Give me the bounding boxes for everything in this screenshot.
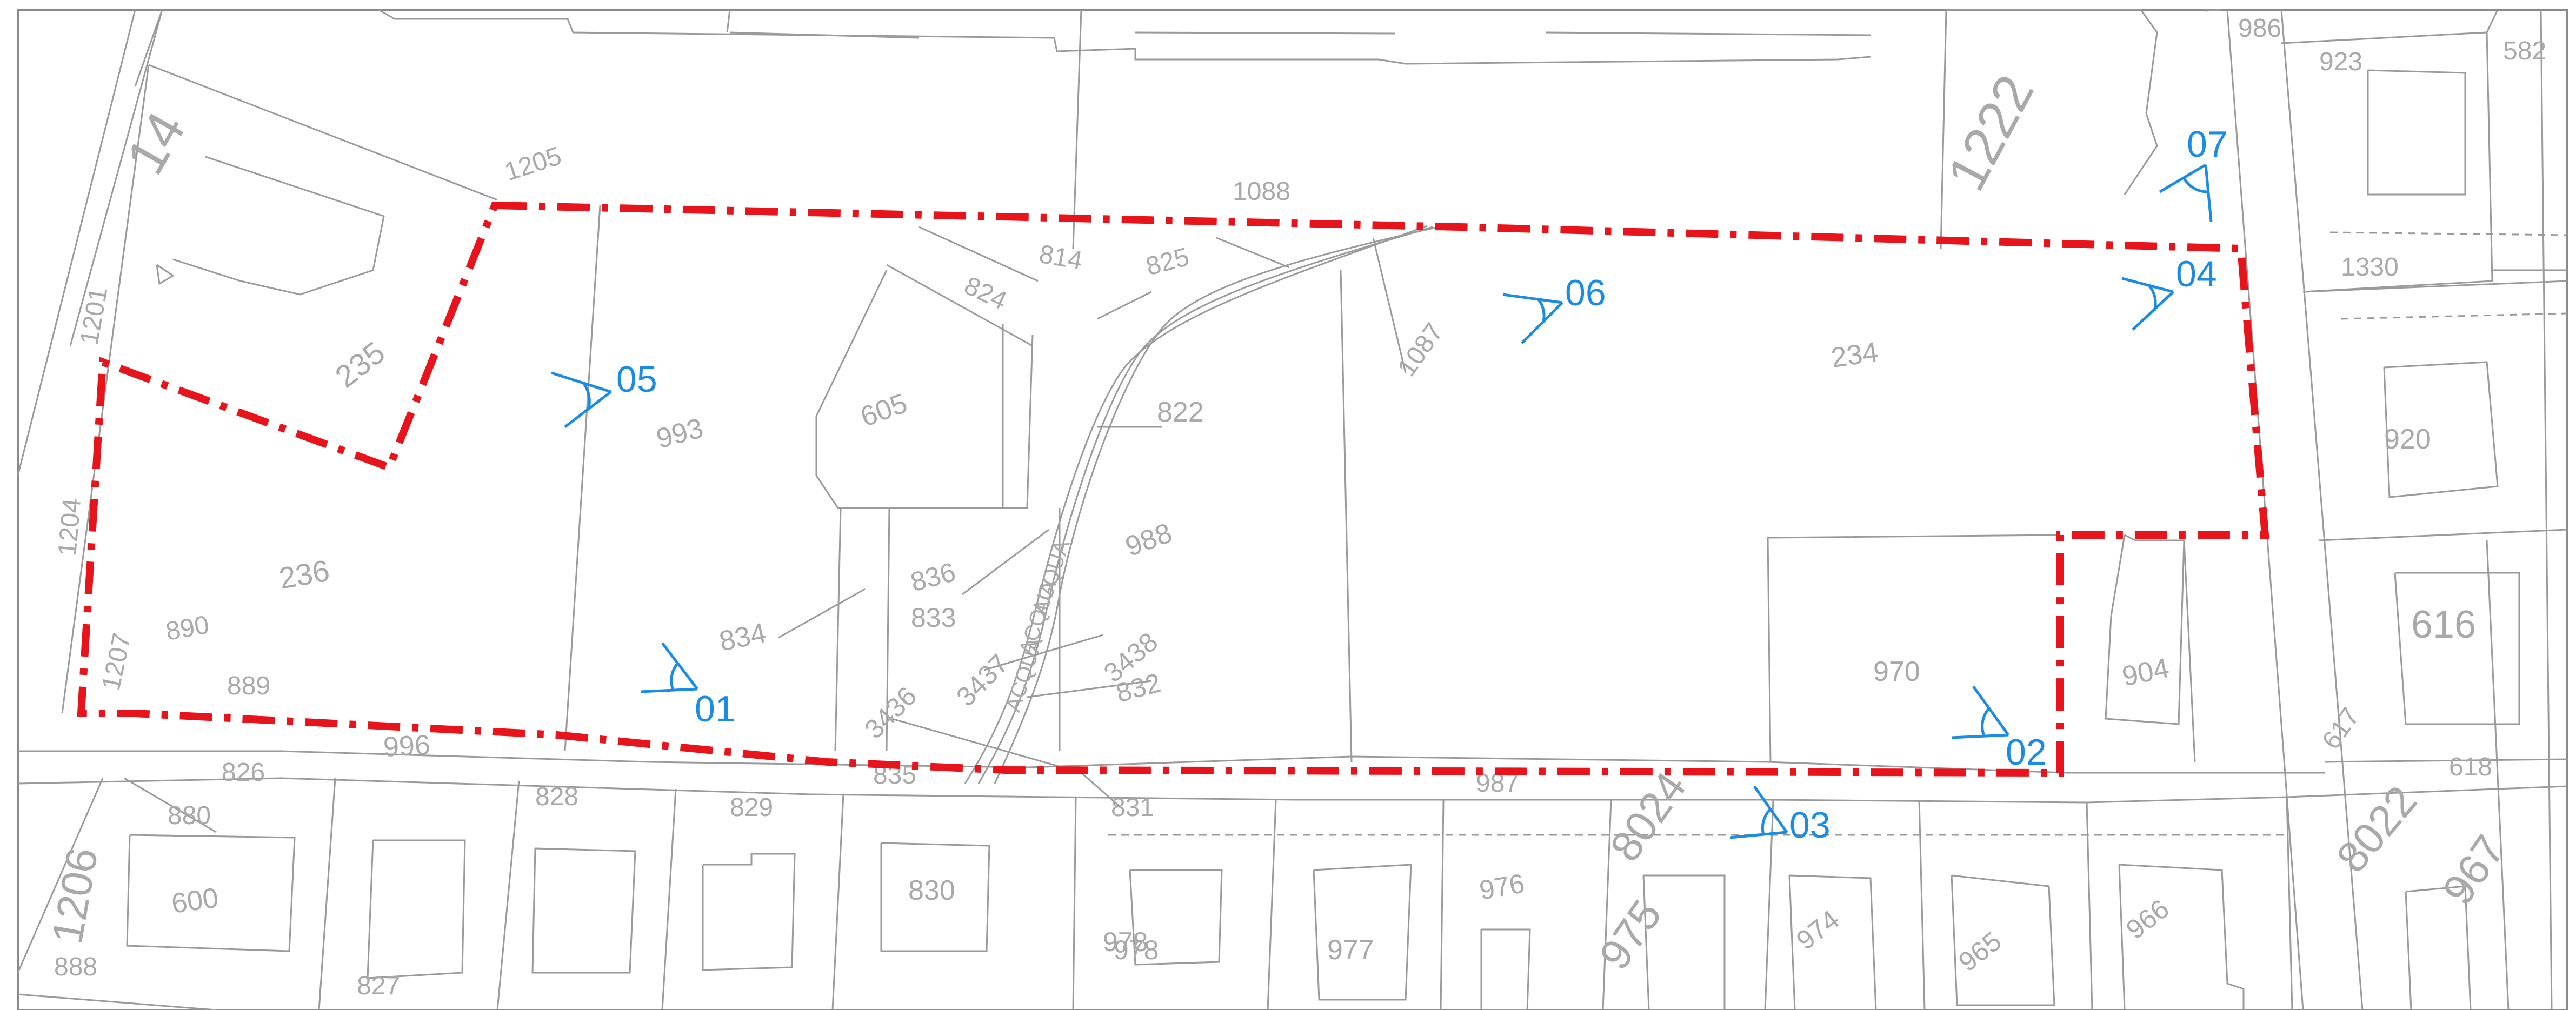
parcel-label: 904 xyxy=(2119,652,2172,693)
parcel-label: 970 xyxy=(1873,656,1920,687)
parcel-label: 822 xyxy=(1157,397,1204,428)
parcel-label: 1204 xyxy=(53,497,86,557)
parcel-label: 600 xyxy=(170,882,221,920)
parcel-label: 3436 xyxy=(858,681,922,745)
viewpoint-label: 06 xyxy=(1565,272,1606,313)
parcel-label: 826 xyxy=(222,758,265,787)
parcel-label: 828 xyxy=(535,782,578,811)
parcel-label: 975 xyxy=(1590,891,1670,978)
parcel-label: 234 xyxy=(1829,336,1880,374)
parcel-label: 880 xyxy=(168,801,211,830)
parcel-label: 974 xyxy=(1790,904,1845,955)
parcel-label: 1206 xyxy=(43,844,107,947)
parcel-label: 833 xyxy=(911,603,956,633)
parcel-label: 834 xyxy=(716,617,769,658)
viewpoint-label: 03 xyxy=(1789,805,1831,846)
parcel-label: 888 xyxy=(54,953,97,981)
parcel-label: 986 xyxy=(2238,14,2281,43)
parcel-labels: 986 923 582 1205 14 1088 1222 814 825 82… xyxy=(43,14,2546,1000)
parcel-label: 814 xyxy=(1037,240,1084,276)
parcel-lines xyxy=(17,9,2567,1010)
viewpoint-02: 02 xyxy=(1951,685,2047,773)
viewpoint-06: 06 xyxy=(1502,272,1606,344)
viewpoint-03: 03 xyxy=(1729,785,1831,846)
parcel-label: 827 xyxy=(357,972,400,1000)
parcel-label: 966 xyxy=(2120,893,2174,945)
property-boundary xyxy=(77,201,2269,777)
viewpoint-label: 05 xyxy=(616,359,657,400)
map-frame xyxy=(17,9,2568,1010)
viewpoint-label: 07 xyxy=(2187,124,2228,165)
parcel-label: 1207 xyxy=(97,631,137,693)
parcel-label: 8024 xyxy=(1601,764,1695,870)
parcel-label: 976 xyxy=(1477,868,1527,906)
parcel-label: 1222 xyxy=(1936,65,2046,200)
parcel-label: 923 xyxy=(2319,48,2362,76)
parcel-label: 988 xyxy=(1121,517,1176,563)
parcel-label: 582 xyxy=(2503,37,2546,65)
viewpoint-04: 04 xyxy=(2121,253,2217,331)
parcel-label: 836 xyxy=(907,557,958,598)
parcel-label: 889 xyxy=(227,672,270,700)
parcel-label: 830 xyxy=(908,875,955,906)
parcel-label: 1088 xyxy=(1233,177,1290,206)
parcel-label: 831 xyxy=(1111,793,1154,822)
viewpoint-markers: 05 06 07 04 01 xyxy=(551,124,2228,846)
parcel-label: 993 xyxy=(653,412,707,454)
parcel-label: 890 xyxy=(164,611,211,646)
parcel-label: 829 xyxy=(730,793,773,822)
viewpoint-01: 01 xyxy=(640,642,736,730)
parcel-label: 977 xyxy=(1327,934,1374,966)
parcel-label: 978 xyxy=(1103,927,1148,957)
parcel-label: 978 xyxy=(1114,935,1159,965)
parcel-label: 616 xyxy=(2411,603,2476,646)
parcel-label: 1205 xyxy=(501,142,565,186)
parcel-label: 14 xyxy=(115,102,197,184)
parcel-label: 965 xyxy=(1953,926,2007,977)
parcel-label: 236 xyxy=(276,553,332,596)
parcel-label: 920 xyxy=(2384,424,2431,455)
parcel-label: 967 xyxy=(2433,826,2514,913)
viewpoint-07: 07 xyxy=(2159,124,2228,222)
viewpoint-05: 05 xyxy=(551,359,657,428)
viewpoint-label: 01 xyxy=(695,688,736,730)
parcel-label: 617 xyxy=(2317,703,2365,754)
viewpoint-label: 02 xyxy=(2006,732,2047,773)
parcel-label: 825 xyxy=(1143,243,1192,282)
parcel-label: 1201 xyxy=(75,285,114,347)
parcel-label: 618 xyxy=(2449,753,2492,781)
viewpoint-label: 04 xyxy=(2176,253,2217,295)
parcel-label: 1330 xyxy=(2341,253,2399,282)
parcel-label: 996 xyxy=(383,730,431,763)
parcel-label: 235 xyxy=(329,335,391,394)
parcel-label: 605 xyxy=(856,387,911,433)
